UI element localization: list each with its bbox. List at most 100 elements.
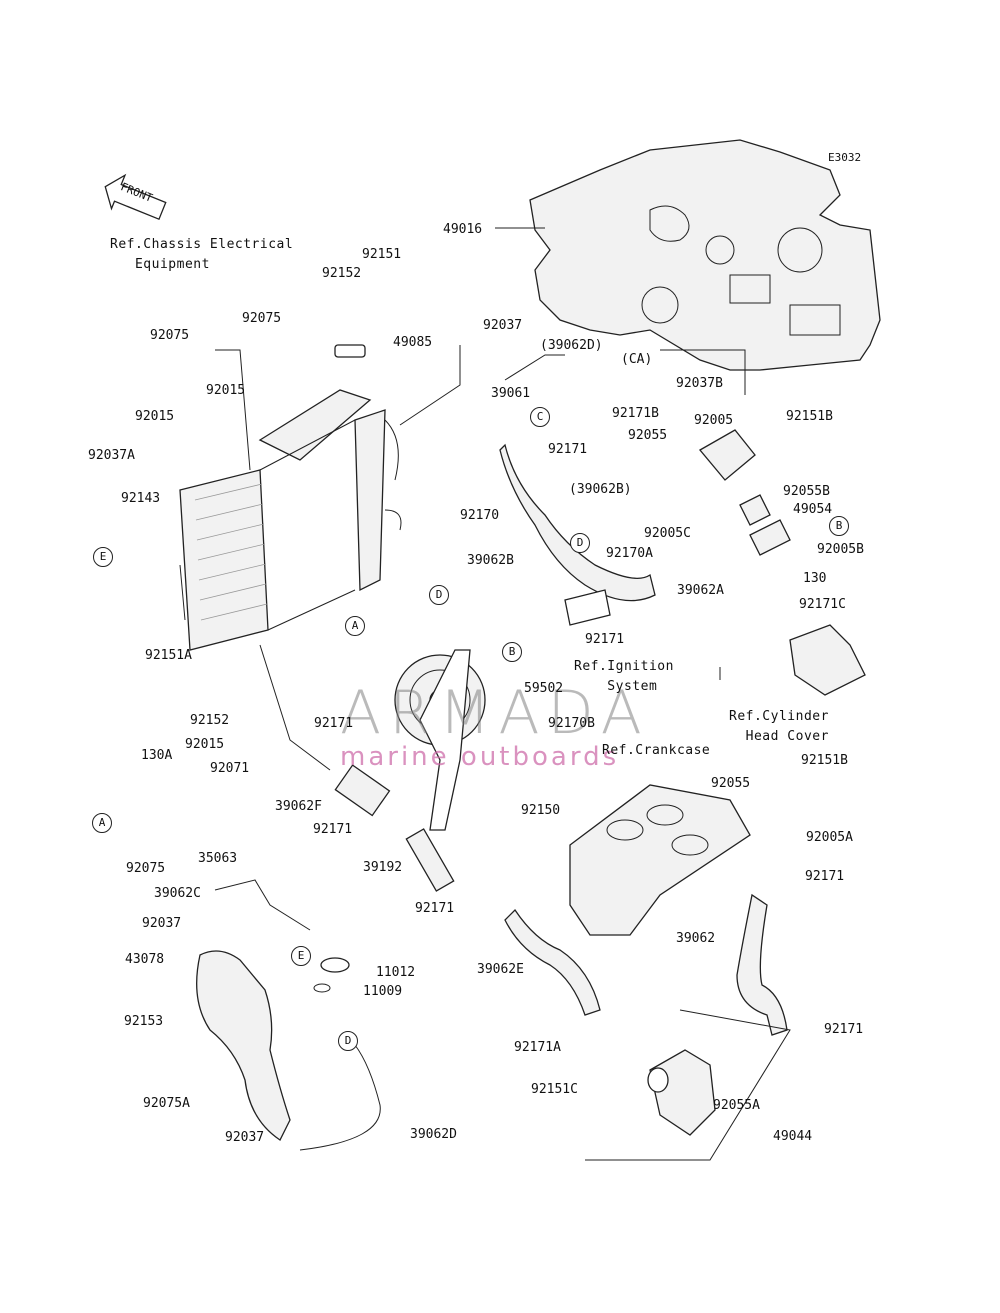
part-label: 11009	[363, 984, 403, 999]
radiator-cap	[334, 344, 366, 358]
part-label: 92037	[483, 318, 523, 333]
water-pump	[649, 1049, 716, 1136]
callout-d: D	[338, 1031, 358, 1051]
part-label: 92170B	[548, 716, 595, 731]
ref-crankcase: Ref.Crankcase	[602, 743, 711, 758]
part-label: (39062D)	[540, 338, 603, 353]
part-label: (39062B)	[569, 482, 632, 497]
part-label: 92075	[126, 861, 166, 876]
part-label: 39062F	[275, 799, 322, 814]
part-label: 92005	[694, 413, 734, 428]
part-label: 92015	[135, 409, 175, 424]
part-label: 130A	[141, 748, 173, 763]
part-label: 39062D	[410, 1127, 457, 1142]
part-label: 43078	[125, 952, 165, 967]
hose-39062C	[214, 879, 311, 931]
part-label: 92055	[711, 776, 751, 791]
callout-b: B	[502, 642, 522, 662]
part-label: 35063	[198, 851, 238, 866]
callout-d: D	[570, 533, 590, 553]
part-label: 92151B	[801, 753, 848, 768]
part-label: 39061	[491, 386, 531, 401]
part-label: 92171A	[514, 1040, 561, 1055]
part-label: 92151	[362, 247, 402, 262]
part-label: 92037	[142, 916, 182, 931]
thermostat-housing	[699, 429, 756, 481]
diagram-code: E3032	[828, 151, 862, 164]
pipe-39192	[405, 828, 455, 892]
part-label: 92055	[628, 428, 668, 443]
tank-cap	[320, 957, 350, 973]
part-label: 92151B	[786, 409, 833, 424]
part-label: 92015	[206, 383, 246, 398]
part-label: 92151A	[145, 648, 192, 663]
part-label: 92055B	[783, 484, 830, 499]
part-label: 92055A	[713, 1098, 760, 1113]
part-label: 92171	[585, 632, 625, 647]
part-label: 39192	[363, 860, 403, 875]
part-label: 92005C	[644, 526, 691, 541]
crankcase	[569, 784, 751, 936]
part-label: 39062A	[677, 583, 724, 598]
part-label: (CA)	[621, 352, 653, 367]
hose-39062A	[499, 443, 656, 602]
hose-39062E	[504, 908, 601, 1016]
part-label: 92170A	[606, 546, 653, 561]
part-label: 92037B	[676, 376, 723, 391]
part-label: 92151C	[531, 1082, 578, 1097]
part-label: 39062	[676, 931, 716, 946]
part-label: 92005B	[817, 542, 864, 557]
part-label: 92171	[548, 442, 588, 457]
part-label: 49085	[393, 335, 433, 350]
ref-chassis-electrical: Ref.Chassis Electrical Equipment	[110, 237, 294, 272]
part-label: 49044	[773, 1129, 813, 1144]
part-label: 39062E	[477, 962, 524, 977]
part-label: 130	[803, 571, 827, 586]
part-label: 92171	[415, 901, 455, 916]
part-label: 92071	[210, 761, 250, 776]
hose-39062D	[299, 1044, 381, 1151]
part-label: 92171C	[799, 597, 846, 612]
part-label: 92152	[190, 713, 230, 728]
part-label: 49016	[443, 222, 483, 237]
part-label: 92037	[225, 1130, 265, 1145]
callout-d: D	[429, 585, 449, 605]
radiator-side	[354, 409, 386, 592]
callout-a: A	[345, 616, 365, 636]
under-cover-plate	[529, 139, 881, 371]
part-label: 92075	[242, 311, 282, 326]
part-label: 92015	[185, 737, 225, 752]
part-label: 92171	[314, 716, 354, 731]
part-label: 59502	[524, 681, 564, 696]
front-arrow-icon	[104, 173, 167, 221]
radiator-tank-upper	[258, 389, 372, 461]
reserve-tank	[196, 950, 291, 1141]
part-label: 39062C	[154, 886, 201, 901]
part-label: 92150	[521, 803, 561, 818]
radiator-core	[179, 469, 269, 651]
watermark-brand: ARMADA	[340, 678, 650, 748]
part-label: 92171B	[612, 406, 659, 421]
part-label: 92143	[121, 491, 161, 506]
part-label: 92005A	[806, 830, 853, 845]
part-label: 92171	[805, 869, 845, 884]
part-label: 92152	[322, 266, 362, 281]
callout-c: C	[530, 407, 550, 427]
hose-39062	[736, 893, 788, 1036]
part-label: 92170	[460, 508, 500, 523]
part-label: 92171	[313, 822, 353, 837]
ref-ignition-system: Ref.Ignition System	[574, 659, 674, 694]
part-label: 39062B	[467, 553, 514, 568]
callout-a: A	[92, 813, 112, 833]
part-label: 92171	[824, 1022, 864, 1037]
part-label: 92153	[124, 1014, 164, 1029]
part-label: 92075	[150, 328, 190, 343]
ref-cylinder-head-cover: Ref.Cylinder Head Cover	[729, 709, 829, 744]
watermark-tagline: marine outboards	[340, 742, 620, 772]
callout-e: E	[93, 547, 113, 567]
part-label: 92037A	[88, 448, 135, 463]
hose-39062F	[334, 764, 391, 817]
callout-b: B	[829, 516, 849, 536]
